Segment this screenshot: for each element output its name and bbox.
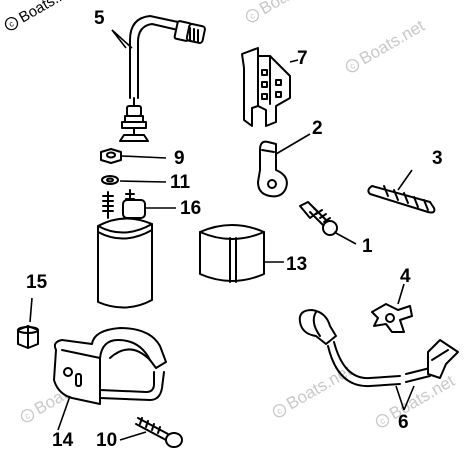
callout-2: 2 [312,118,323,139]
wire-clip-strip [367,185,436,214]
svg-text:c: c [275,405,284,416]
ground-strap [257,140,288,198]
primary-lead-wire [119,15,206,142]
coil-sleeve [199,224,265,283]
callout-1: 1 [362,236,373,257]
svg-text:c: c [248,10,257,21]
callout-6: 6 [398,412,409,433]
long-screw [135,417,183,448]
watermark-main: c Boats.net [4,0,80,31]
leader-lines [29,29,415,441]
terminal-block [241,47,291,127]
svg-text:Boats.net: Boats.net [283,361,355,414]
callout-7: 7 [297,48,308,69]
nut-small [100,148,122,164]
callout-labels: 5 7 2 3 9 11 16 1 13 15 4 14 10 6 [26,8,443,451]
callout-14: 14 [52,430,74,451]
svg-text:c: c [23,410,32,421]
svg-text:Boats.net: Boats.net [256,0,328,18]
svg-text:Boats.net: Boats.net [356,16,428,69]
callout-10: 10 [96,430,117,451]
callout-11: 11 [170,172,191,193]
callout-15: 15 [26,272,48,293]
callout-3: 3 [432,148,443,169]
callout-9: 9 [174,148,185,169]
nut-large [17,325,39,349]
ignition-coil [97,189,153,309]
callout-4: 4 [400,266,411,287]
svg-text:Boats.net: Boats.net [16,0,80,26]
callout-16: 16 [180,198,201,219]
callout-13: 13 [286,254,307,275]
svg-text:c: c [7,19,15,29]
retainer-clip [371,303,413,333]
coil-clamp-bracket [53,327,167,405]
bolt-short [299,201,338,236]
svg-text:c: c [348,60,357,71]
svg-text:c: c [378,415,387,426]
callout-5: 5 [94,8,105,29]
high-tension-lead [298,309,459,388]
lock-washer [101,175,119,185]
